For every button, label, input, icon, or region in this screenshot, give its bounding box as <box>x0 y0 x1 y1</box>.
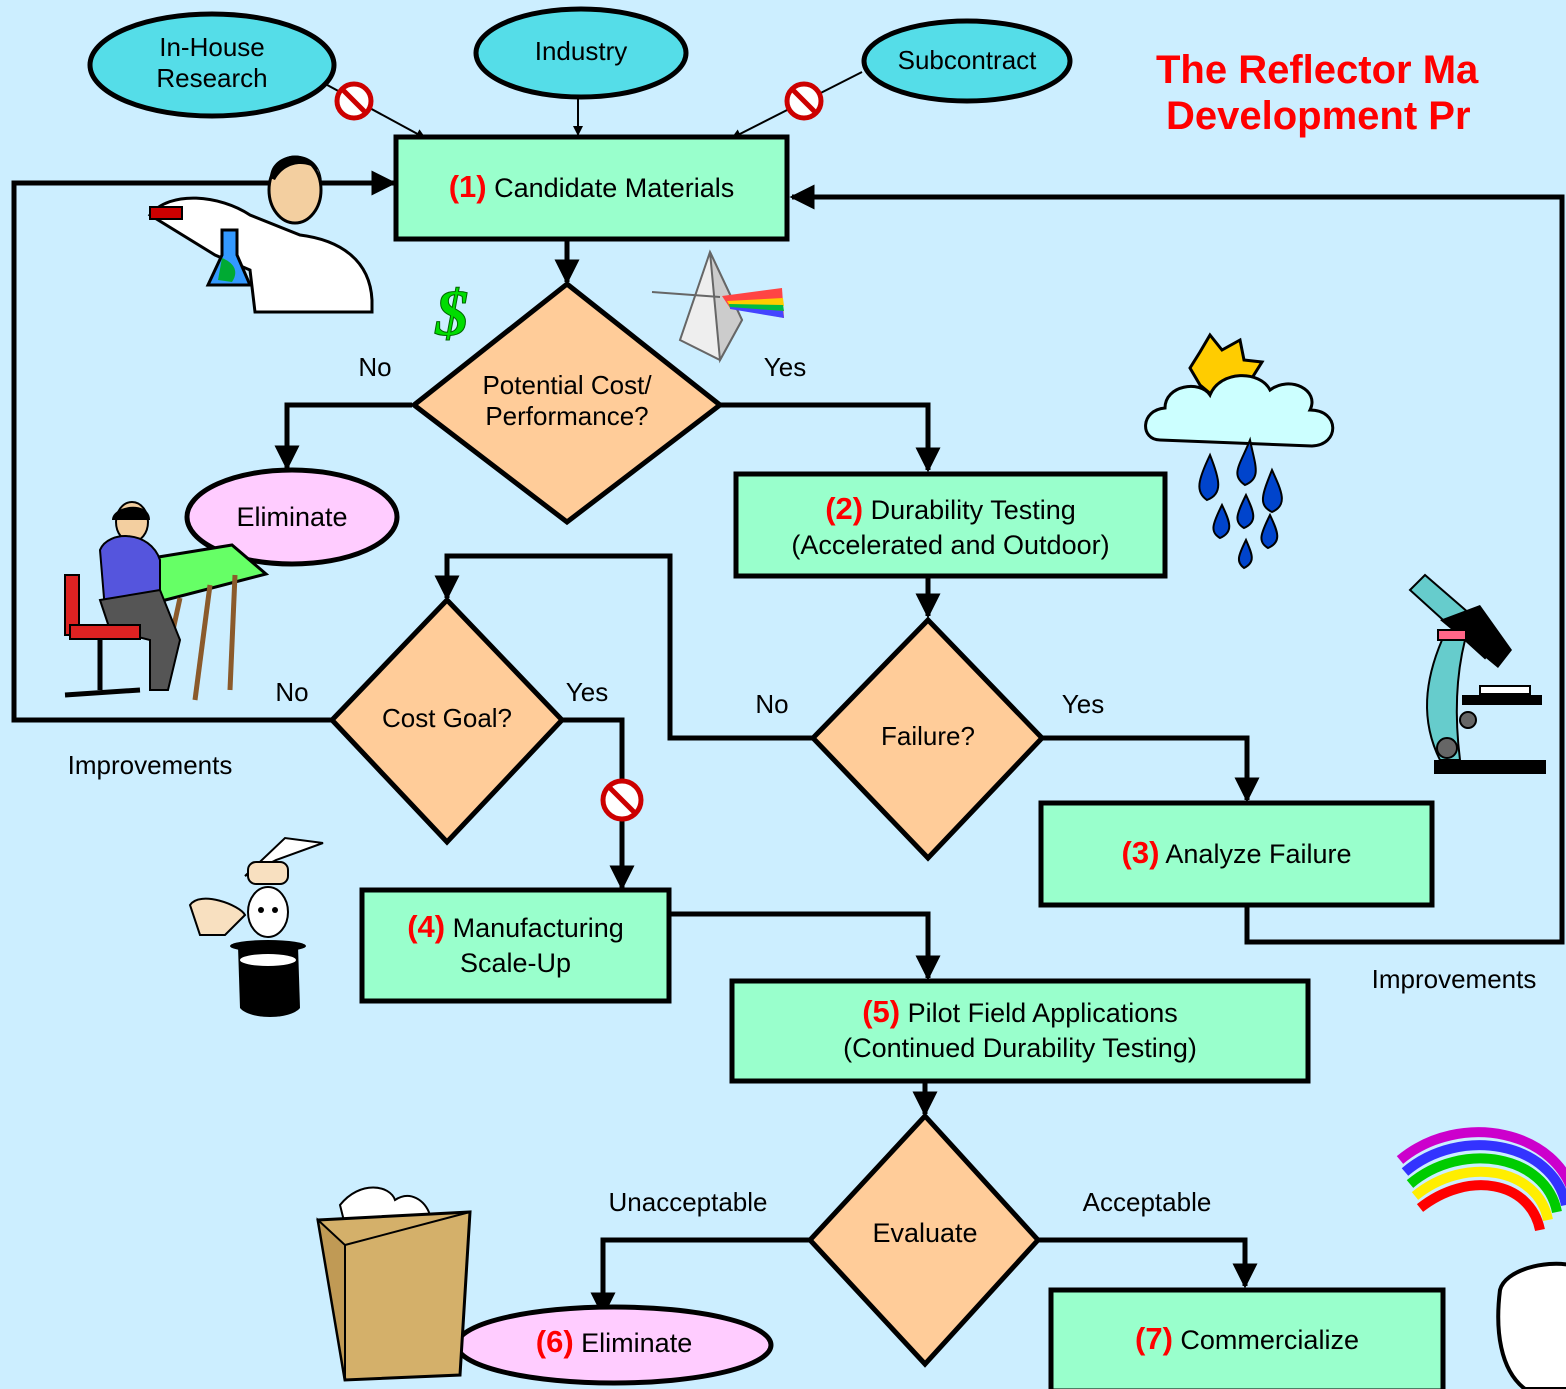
decision-costperf-label: Potential Cost/ Performance? <box>447 370 687 432</box>
step5-box <box>729 978 1311 1084</box>
no-symbol-icon <box>600 778 644 822</box>
costperf-line-1: Potential Cost/ <box>482 370 652 400</box>
source-inhouse-label: In-House Research <box>132 32 292 94</box>
step3-box <box>1038 800 1435 908</box>
eliminate-ellipse <box>184 467 400 567</box>
inhouse-line-2: Research <box>156 63 268 94</box>
edge-label-yes-failure: Yes <box>1061 689 1105 719</box>
source-industry-ellipse <box>473 6 689 100</box>
source-industry-label: Industry <box>534 36 628 66</box>
edge-label-yes-costperf: Yes <box>763 352 807 382</box>
step5-label: (5) Pilot Field Applications (Continued … <box>732 993 1308 1065</box>
edge-label-improvements-left: Improvements <box>67 750 233 780</box>
edge-label-unacceptable: Unacceptable <box>608 1187 768 1217</box>
decision-evaluate-label: Evaluate <box>872 1218 978 1248</box>
no-symbol-icon <box>334 81 374 121</box>
eliminate-label: Eliminate <box>236 502 348 532</box>
title-line-1: The Reflector Ma <box>1156 48 1479 92</box>
step2-box <box>733 471 1168 579</box>
step5-subtext: (Continued Durability Testing) <box>843 1033 1197 1064</box>
weather-cloud-icon <box>1144 332 1335 570</box>
scientist-clipart <box>147 155 374 314</box>
arrow-scaleup-to-pilot <box>670 911 941 981</box>
arrow-failure-no <box>434 553 812 741</box>
arrow-evaluate-acceptable <box>1038 1237 1258 1289</box>
step4-subtext: Scale-Up <box>459 948 572 979</box>
step3-label: (3) Analyze Failure <box>1041 834 1432 871</box>
step5-text: Pilot Field Applications <box>907 998 1178 1028</box>
step4-text: Manufacturing <box>452 913 624 943</box>
step2-number: (2) <box>825 491 864 526</box>
step7-number: (7) <box>1135 1321 1173 1356</box>
edge-label-yes-costgoal: Yes <box>565 677 609 707</box>
step6-text: Eliminate <box>581 1328 693 1358</box>
decision-failure <box>809 616 1046 862</box>
rainbow-pot-icon <box>1396 1127 1566 1389</box>
arrow-evaluate-unacceptable <box>590 1237 810 1318</box>
edge-label-acceptable: Acceptable <box>1082 1187 1212 1217</box>
decision-failure-label: Failure? <box>881 721 975 751</box>
arrow-costgoal-yes <box>562 717 635 891</box>
no-symbol-icon <box>784 81 824 121</box>
step7-label: (7) Commercialize <box>1051 1320 1443 1357</box>
source-subcontract-label: Subcontract <box>897 45 1037 75</box>
arrow-costgoal-no <box>11 170 397 723</box>
designer-clipart <box>64 501 270 701</box>
inhouse-line-1: In-House <box>159 32 265 62</box>
magician-hat-icon <box>188 836 324 1017</box>
step1-text: Candidate Materials <box>494 173 735 203</box>
costperf-line-2: Performance? <box>485 401 649 432</box>
step2-label: (2) Durability Testing (Accelerated and … <box>736 490 1165 562</box>
decision-evaluate <box>806 1112 1042 1368</box>
arrow-failure-yes <box>1042 735 1260 803</box>
step1-label: (1) Candidate Materials <box>396 168 787 205</box>
title-line-2: Development Pr <box>1166 94 1471 138</box>
step1-box <box>393 134 790 242</box>
step4-box <box>359 887 672 1004</box>
step6-number: (6) <box>535 1324 574 1359</box>
edge-label-no-costgoal: No <box>275 677 309 707</box>
step3-number: (3) <box>1121 835 1160 870</box>
edge-label-no-failure: No <box>755 689 789 719</box>
step1-number: (1) <box>448 169 487 204</box>
source-subcontract-ellipse <box>861 18 1073 104</box>
microscope-icon <box>1408 573 1546 774</box>
decision-costgoal-label: Cost Goal? <box>381 703 513 733</box>
decision-costgoal <box>328 596 566 846</box>
step3-text: Analyze Failure <box>1165 839 1352 869</box>
step2-subtext: (Accelerated and Outdoor) <box>791 530 1110 561</box>
page-title: The Reflector Ma Development Pr <box>1156 47 1478 139</box>
edge-label-improvements-right: Improvements <box>1371 964 1537 994</box>
step7-text: Commercialize <box>1180 1325 1359 1355</box>
arrow-costperf-yes <box>720 402 941 473</box>
step2-text: Durability Testing <box>870 495 1076 525</box>
step5-number: (5) <box>862 994 901 1029</box>
arrow-analyze-improvements <box>789 184 1565 945</box>
arrow-costperf-no <box>274 402 412 471</box>
source-inhouse-ellipse <box>87 11 337 119</box>
edge-label-no-costperf: No <box>358 352 392 382</box>
decision-costperf <box>409 280 725 526</box>
prism-icon <box>651 249 784 364</box>
step4-label: (4) Manufacturing Scale-Up <box>362 908 669 980</box>
dollar-icon: $ <box>435 277 469 350</box>
step6-label: (6) Eliminate <box>457 1323 771 1360</box>
step7-box <box>1048 1287 1446 1389</box>
step4-number: (4) <box>407 909 446 944</box>
wastebasket-icon <box>316 1186 472 1382</box>
